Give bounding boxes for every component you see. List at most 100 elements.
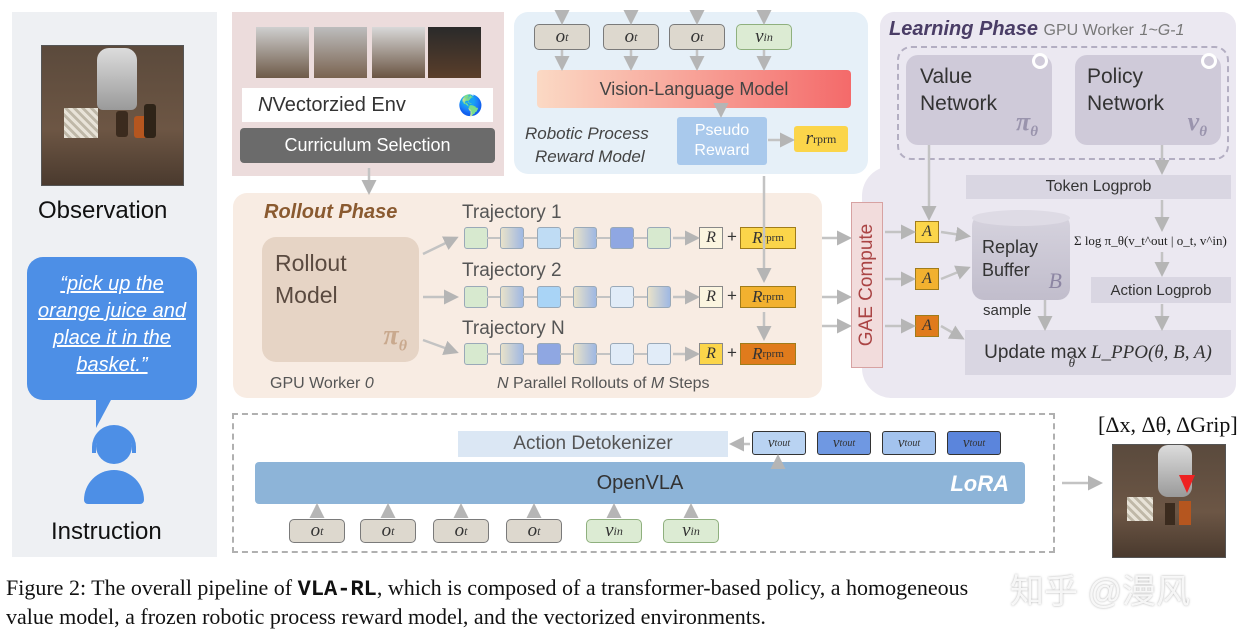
basket-shape xyxy=(64,108,98,138)
reward-r-n: R xyxy=(699,343,723,365)
step-cell xyxy=(573,227,597,249)
advantage-a-3: A xyxy=(915,315,939,337)
policy-line1: Policy xyxy=(1087,65,1144,88)
instruction-bubble: “pick up the orange juice and place it i… xyxy=(27,257,197,400)
advantage-a-1: A xyxy=(915,221,939,243)
rollout-worker: GPU Worker 0 xyxy=(270,375,374,393)
gae-label: GAE Compute xyxy=(856,223,877,347)
replay-buffer: Replay Buffer B xyxy=(972,210,1070,300)
value-line2: Network xyxy=(920,92,998,115)
person-headset-shape xyxy=(92,425,136,453)
rollout-subscript: θ xyxy=(398,338,407,355)
curriculum-selection: Curriculum Selection xyxy=(240,128,495,163)
step-cell xyxy=(573,343,597,365)
r-superscript: rprm xyxy=(813,131,837,146)
pseudo-line2: Reward xyxy=(694,142,750,159)
parallel-end: Steps xyxy=(664,375,710,392)
policy-symbol: vθ xyxy=(1188,107,1207,141)
parallel-m: M xyxy=(650,375,665,392)
openvla-bar: OpenVLA LoRA xyxy=(255,462,1025,504)
action-output-label: [Δx, Δθ, ΔGrip] xyxy=(1098,412,1238,437)
env-frame-2 xyxy=(314,27,367,78)
value-subscript: θ xyxy=(1030,124,1038,140)
replay-line1: Replay xyxy=(982,237,1039,257)
step-cell xyxy=(537,343,561,365)
update-sub: θ xyxy=(1068,354,1075,370)
globe-icon: 🌎 xyxy=(458,94,483,117)
env-frame-3 xyxy=(372,27,425,78)
learning-title: Learning Phase GPU Worker 1~G-1 xyxy=(889,18,1184,41)
policy-network: Policy Network vθ xyxy=(1075,53,1221,145)
step-cell xyxy=(610,286,634,308)
advantage-a-2: A xyxy=(915,268,939,290)
caption-prefix: Figure 2: The overall pipeline of xyxy=(6,575,298,600)
plus-2: + xyxy=(727,286,737,305)
value-network-knob-icon xyxy=(1032,53,1048,69)
update-formula: L_PPO(θ, B, A) xyxy=(1090,341,1212,363)
sample-label: sample xyxy=(983,302,1032,319)
rollout-symbol-char: π xyxy=(383,320,399,352)
step-cell xyxy=(647,343,671,365)
policy-line2: Network xyxy=(1087,92,1165,115)
R-symbol: R xyxy=(752,287,763,306)
parallel-rollouts: N Parallel Rollouts of M Steps xyxy=(497,375,710,393)
step-cell xyxy=(464,286,488,308)
rollout-worker-index: 0 xyxy=(364,375,374,392)
plus-n: + xyxy=(727,343,737,362)
networks-dashed-box xyxy=(897,46,1229,160)
bottle-shape xyxy=(144,104,156,138)
caption-rest: , which is composed of a transformer-bas… xyxy=(376,575,969,600)
caption-name: VLA-RL xyxy=(297,577,377,602)
policy-network-label: Policy Network xyxy=(1087,63,1164,117)
lora-label: LoRA xyxy=(950,471,1009,496)
replay-label: Replay Buffer xyxy=(982,236,1038,282)
rollout-model-symbol: πθ xyxy=(383,320,407,356)
out-basket-shape xyxy=(1127,497,1153,521)
rollout-title: Rollout Phase xyxy=(264,201,398,223)
value-symbol-char: π xyxy=(1016,106,1031,136)
step-cell xyxy=(610,343,634,365)
replay-line2: Buffer xyxy=(982,260,1030,280)
step-cell xyxy=(573,286,597,308)
output-image xyxy=(1112,444,1226,558)
step-cell xyxy=(647,227,671,249)
value-symbol: πθ xyxy=(1016,107,1038,141)
update-box: Update max θ L_PPO(θ, B, A) xyxy=(965,330,1231,375)
policy-subscript: θ xyxy=(1199,124,1207,140)
token-logprob: Token Logprob xyxy=(966,175,1231,199)
policy-symbol-char: v xyxy=(1187,106,1200,136)
robot-arm-shape xyxy=(97,48,137,110)
caption-line-1: Figure 2: The overall pipeline of VLA-RL… xyxy=(6,575,968,602)
action-logprob: Action Logprob xyxy=(1091,277,1231,303)
reward-r-2: R xyxy=(699,286,723,308)
update-label: Update max xyxy=(984,341,1087,363)
observation-image xyxy=(41,45,184,186)
replay-top-shape xyxy=(972,210,1070,226)
trajectory-1-label: Trajectory 1 xyxy=(462,202,562,223)
out-bottle-shape xyxy=(1165,503,1175,525)
learning-worker: GPU Worker xyxy=(1043,22,1134,39)
step-cell xyxy=(500,343,524,365)
vlm-box: Vision-Language Model xyxy=(537,70,851,108)
pseudo-line1: Pseudo xyxy=(694,122,750,139)
vectorized-env-box: N Vectorzied Env 🌎 xyxy=(242,88,493,122)
r-symbol: r xyxy=(805,128,814,149)
R-sup: rprm xyxy=(762,291,784,303)
pseudo-reward-box: Pseudo Reward xyxy=(677,117,767,165)
step-cell xyxy=(464,227,488,249)
observation-label: Observation xyxy=(38,197,168,224)
learning-title-text: Learning Phase xyxy=(889,18,1038,40)
action-detokenizer: Action Detokenizer xyxy=(458,431,728,457)
